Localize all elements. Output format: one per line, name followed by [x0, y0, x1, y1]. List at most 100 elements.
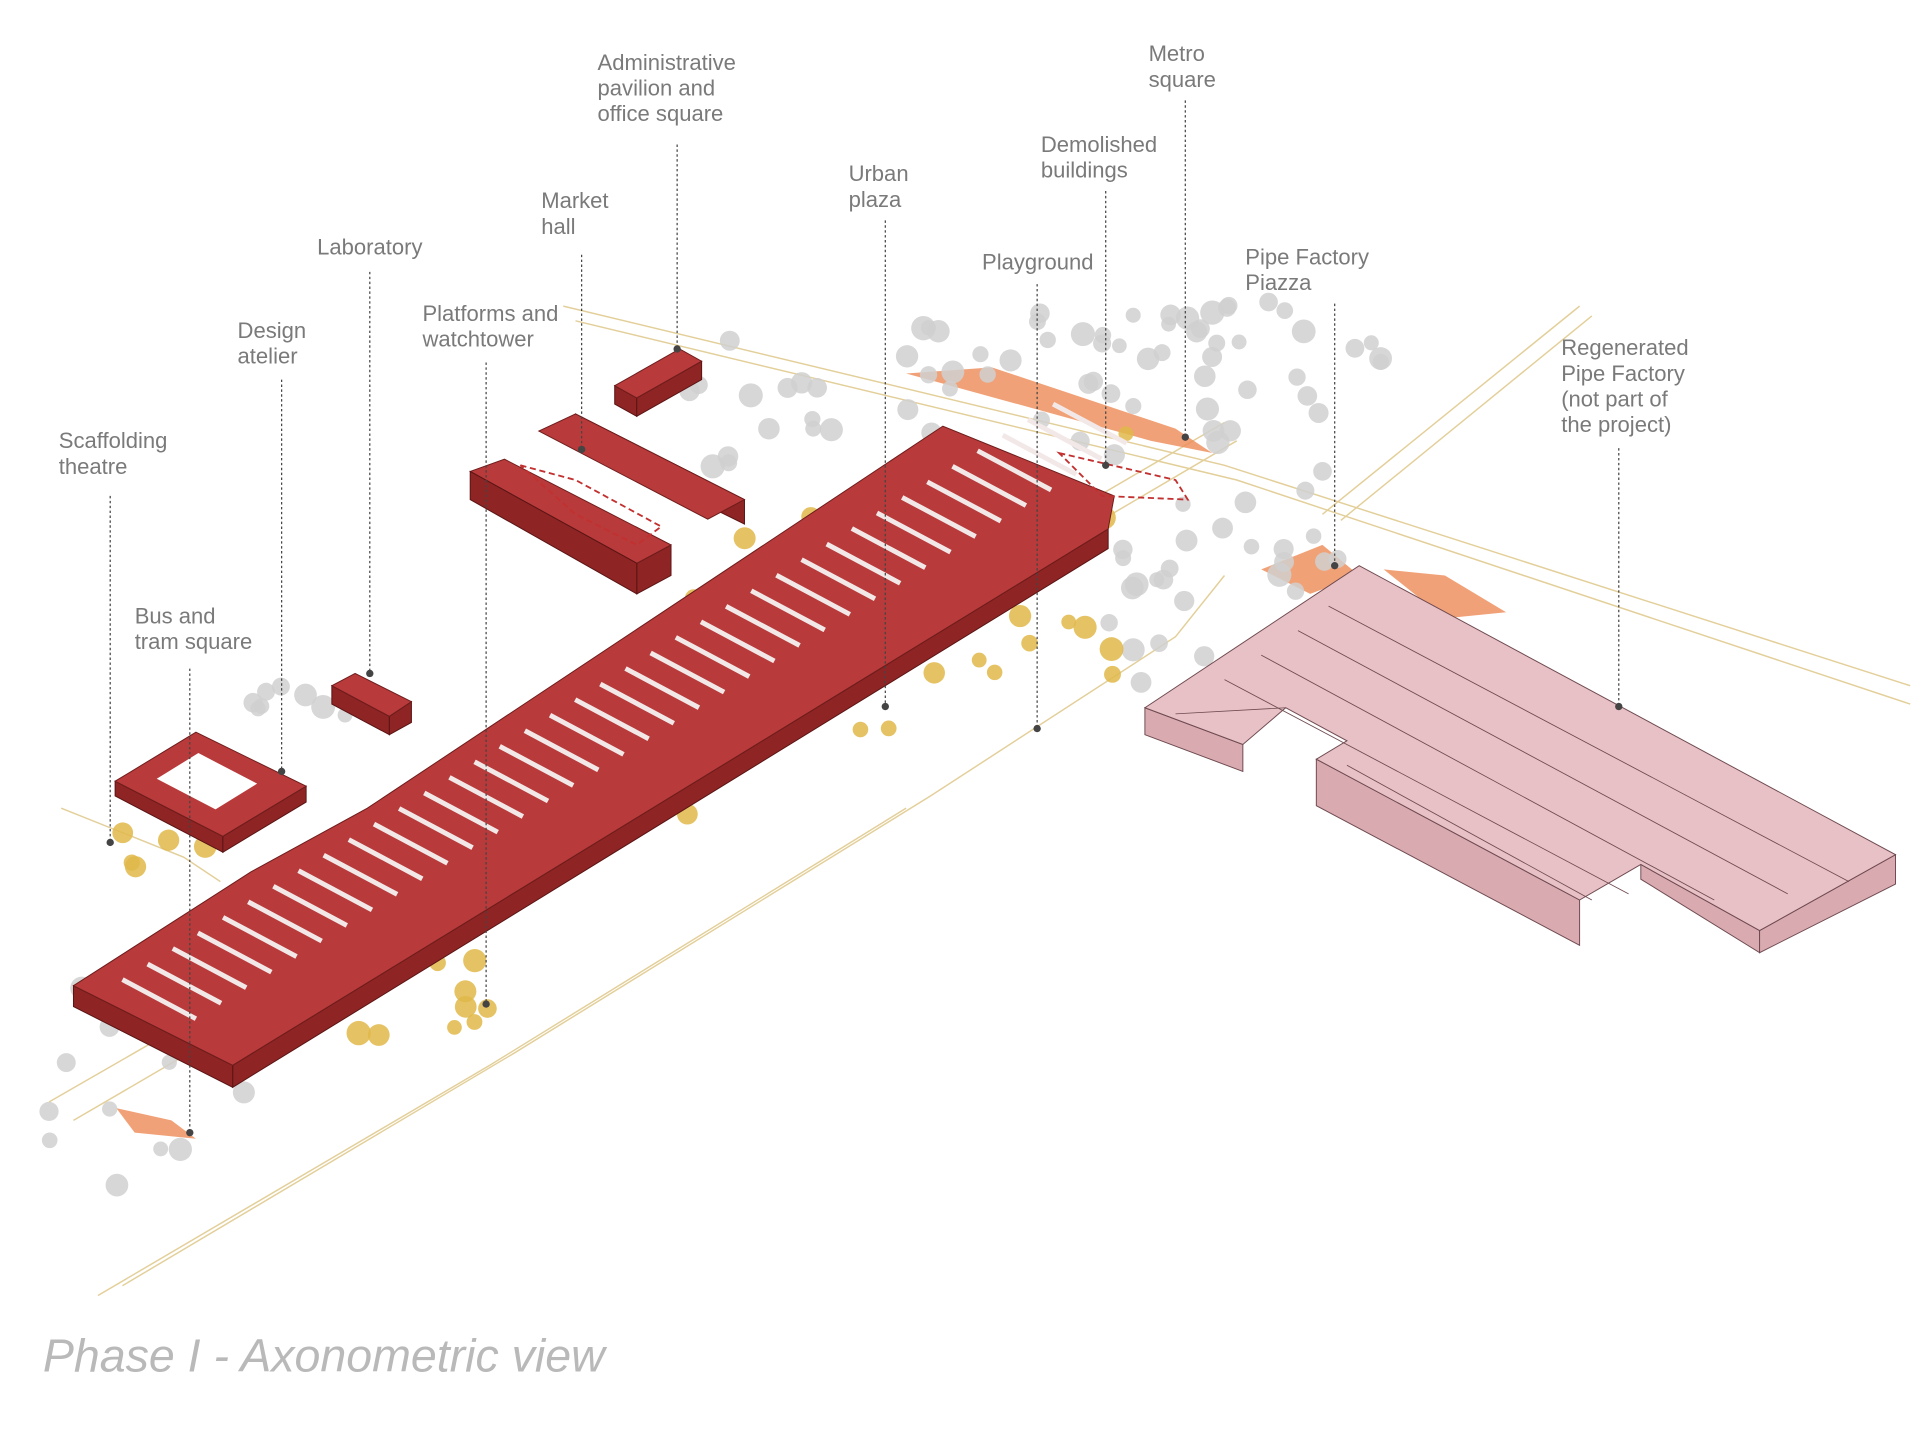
tree-icon [1202, 420, 1225, 442]
tree-icon [1288, 368, 1306, 386]
tree-icon [1121, 638, 1145, 662]
tree-icon [1231, 334, 1247, 350]
tree-icon [463, 948, 487, 973]
skylight [699, 619, 776, 664]
tree-icon [1238, 380, 1257, 400]
skylight [272, 884, 348, 928]
leader-lines [106, 100, 1623, 1137]
skylight [674, 635, 751, 679]
skylight [976, 448, 1053, 493]
skylight [599, 681, 675, 726]
skylight [423, 790, 499, 835]
tree-icon [153, 1141, 169, 1157]
skylight [624, 666, 701, 710]
tree-icon [232, 1081, 255, 1104]
tree-icon [1308, 402, 1329, 423]
tree-icon [1234, 491, 1257, 514]
tree-icon [719, 330, 740, 351]
tree-icon [257, 682, 275, 701]
tree-icon [124, 856, 147, 878]
tree-icon [999, 349, 1022, 372]
tree-icon [852, 721, 869, 738]
tree-icon [1083, 371, 1104, 392]
skylight [574, 697, 650, 741]
skylight [926, 479, 1002, 524]
drawing-title: Phase I - Axonometric view [43, 1329, 608, 1381]
demolished-outlines [519, 451, 1190, 546]
tree-icon [454, 980, 477, 1003]
tree-icon [161, 1054, 177, 1070]
skylight [347, 837, 424, 881]
label-laboratory: Laboratory [317, 235, 422, 260]
tree-icon [272, 677, 290, 696]
tree-icon [1313, 462, 1332, 481]
tree-icon [971, 652, 987, 668]
tree-icon [253, 698, 270, 714]
tree-icon [1125, 398, 1142, 415]
tree-icon [1195, 397, 1220, 421]
tree-icon [1194, 646, 1215, 667]
tree-icon [927, 320, 950, 343]
tree-icon [39, 1101, 59, 1122]
tree-icon [1175, 529, 1198, 552]
skylight [825, 541, 902, 586]
tree-icon [168, 1137, 192, 1161]
tree-icon [790, 372, 813, 394]
skylight [1001, 433, 1078, 477]
main-hall [72, 401, 1128, 1089]
tree-icon [41, 1132, 58, 1149]
tree-icon [367, 1024, 390, 1046]
tree-icon [1039, 331, 1056, 349]
tree-icon [1305, 528, 1322, 544]
skylight [121, 977, 198, 1021]
tree-icon [1259, 292, 1278, 312]
tree-icon [447, 1020, 462, 1035]
tree-icon [942, 380, 958, 397]
skylight [900, 495, 977, 539]
skylights [121, 401, 1128, 1021]
tree-icon [1372, 353, 1389, 371]
tree-icon [311, 694, 336, 719]
tree-icon [1174, 590, 1195, 612]
tree-icon [805, 420, 822, 437]
tree-icon [1115, 550, 1132, 567]
tree-icon [1291, 319, 1316, 344]
tree-icon [819, 418, 843, 442]
tree-icon [1061, 614, 1077, 630]
skylight [372, 821, 449, 866]
tree-icon [1124, 572, 1149, 597]
tree-icon [1070, 322, 1095, 347]
skylight [146, 961, 223, 1006]
tree-icon [1100, 614, 1118, 632]
tree-icon [1200, 300, 1225, 325]
tree-icon [919, 366, 938, 384]
skylight [171, 946, 248, 990]
tree-icon [1103, 444, 1125, 466]
tree-icon [105, 1173, 129, 1197]
market-halls [469, 413, 746, 595]
tree-icon [56, 1053, 76, 1073]
tree-icon [1212, 517, 1233, 539]
tree-icon [112, 822, 134, 844]
tree-icon [1175, 496, 1191, 512]
tree-icon [972, 346, 989, 363]
tree-icon [157, 829, 180, 851]
regenerated-pipe-factory [1143, 565, 1897, 954]
tree-icon [1296, 481, 1315, 500]
tree-icon [1125, 307, 1141, 323]
skylight [397, 806, 474, 850]
skylight [649, 650, 726, 695]
tree-icon [1160, 304, 1181, 326]
tree-icon [733, 527, 756, 550]
tree-icon [738, 383, 763, 408]
tree-icon [1136, 347, 1160, 371]
